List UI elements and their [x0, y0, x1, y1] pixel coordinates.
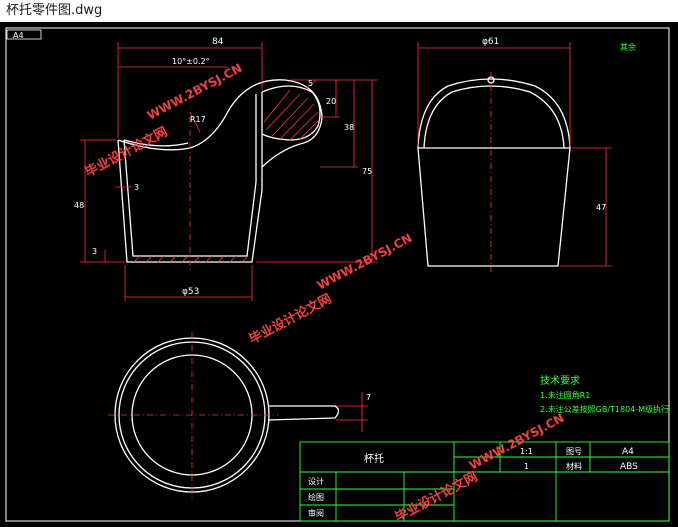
- dim-bottom-dia: φ53: [182, 287, 199, 297]
- front-view: [117, 79, 323, 263]
- tb-review-label: 审阅: [308, 508, 324, 518]
- tb-qty-value: 1: [524, 462, 529, 471]
- side-view: [417, 76, 571, 267]
- dim-top-angle: 10°±0.2°: [172, 57, 210, 66]
- tech-line-1: 1.未注圆角R1: [540, 390, 590, 400]
- front-dimensions: [80, 42, 378, 301]
- front-top-rim: [117, 79, 323, 168]
- watermark-cn-2: 毕业设计论文网: [246, 291, 334, 348]
- window-title: 杯托零件图.dwg: [0, 0, 678, 22]
- front-outer-profile: [117, 92, 263, 263]
- dim-side-dia: φ61: [482, 37, 499, 47]
- tb-drawing-no-value: A4: [622, 447, 634, 457]
- drawing-canvas[interactable]: A4: [0, 22, 678, 527]
- watermarks: WWW.2BYSJ.CN 毕业设计论文网 WWW.2BYSJ.CN 毕业设计论文…: [82, 61, 566, 526]
- tb-scale-value: 1:1: [520, 447, 533, 456]
- side-dimensions: [417, 42, 612, 267]
- dim-handle-w: 7: [366, 393, 371, 402]
- dim-bottom-3: 3: [92, 247, 97, 256]
- top-handle: [267, 405, 340, 421]
- dim-wall: 3: [134, 183, 139, 192]
- cad-drawing: A4: [5, 27, 670, 526]
- dim-handle-r: 5: [308, 79, 313, 88]
- watermark-url-1: WWW.2BYSJ.CN: [145, 61, 245, 123]
- handle-hatch: [263, 89, 320, 141]
- handle-section: [261, 85, 321, 141]
- title-block: [299, 441, 670, 522]
- dim-height-48: 48: [74, 201, 84, 210]
- watermark-cn-3: 毕业设计论文网: [392, 469, 480, 526]
- top-centerlines: [108, 332, 278, 498]
- tech-line-2: 2.未注公差按照GB/T1804-M级执行: [540, 404, 669, 414]
- side-dome-inner: [423, 85, 565, 149]
- front-inner-profile: [123, 94, 257, 257]
- dim-h20: 20: [326, 97, 336, 106]
- tb-drawing-no-label: 图号: [566, 447, 582, 456]
- dim-top-width: 84: [212, 37, 224, 47]
- tb-part-name: 杯托: [364, 452, 384, 465]
- sheet-label: A4: [13, 31, 24, 40]
- tb-drafting-label: 绘图: [308, 492, 324, 502]
- side-body: [417, 147, 571, 267]
- bottom-hatch: [133, 255, 249, 263]
- corner-note: 其余: [620, 42, 636, 52]
- tb-design-label: 设计: [308, 476, 324, 486]
- side-dome: [417, 78, 571, 149]
- front-top-inner: [123, 139, 189, 147]
- top-dimensions: [336, 392, 368, 432]
- dim-h75: 75: [362, 167, 372, 176]
- tb-material-value: ABS: [620, 462, 638, 472]
- dim-side-h47: 47: [596, 203, 606, 212]
- sheet-label-box: [6, 29, 42, 40]
- tb-material-label: 材料: [566, 461, 582, 471]
- tech-heading: 技术要求: [540, 374, 580, 387]
- dim-h38: 38: [344, 123, 354, 132]
- dim-fillet: R17: [190, 115, 206, 124]
